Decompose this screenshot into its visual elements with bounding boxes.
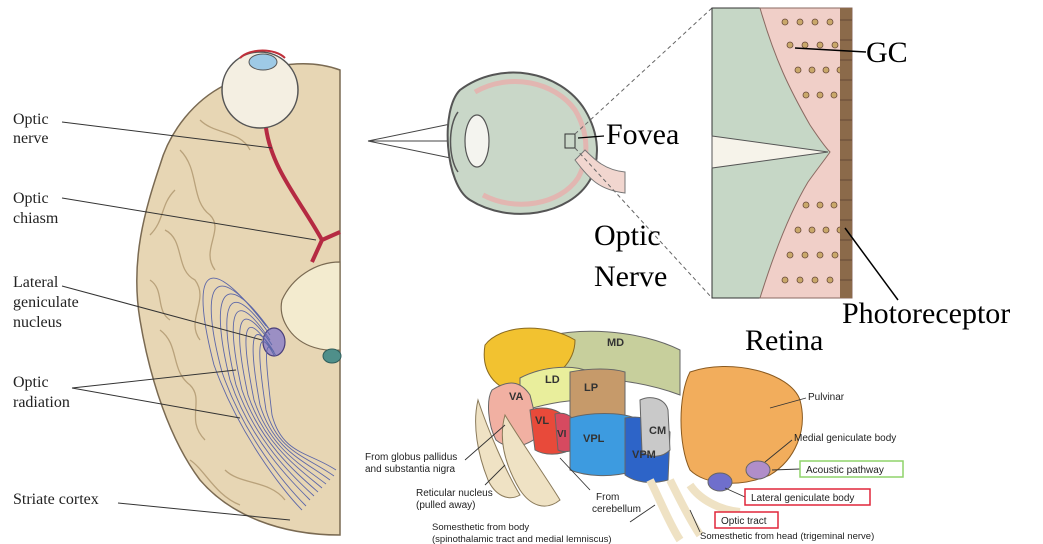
photoreceptor-label: Photoreceptor: [842, 297, 1010, 330]
region-vl-label: VL: [535, 415, 549, 427]
acoustic-pathway-label: Acoustic pathway: [806, 465, 884, 476]
region-lp-label: LP: [584, 382, 598, 394]
region-cm-label: CM: [649, 425, 666, 437]
brain-panel: Optic nerve Optic chiasm Lateral genicul…: [13, 51, 341, 536]
lgn-label-3: nucleus: [13, 314, 62, 331]
optic-tract-label: Optic tract: [721, 516, 767, 527]
reticular-label-1: Reticular nucleus: [416, 488, 493, 499]
region-md-label: MD: [607, 337, 624, 349]
region-lgb-shape: [708, 473, 732, 491]
midline-structure: [323, 349, 341, 363]
striate-cortex-label: Striate cortex: [13, 491, 99, 508]
somesthetic-head-label: Somesthetic from head (trigeminal nerve): [700, 531, 874, 542]
somesthetic-body-label-1: Somesthetic from body: [432, 522, 529, 533]
region-mgb-shape: [746, 461, 770, 479]
retina-label: Retina: [745, 324, 823, 357]
gc-label: GC: [866, 36, 908, 69]
somesthetic-body-label-2: (spinothalamic tract and medial lemniscu…: [432, 534, 612, 544]
zoom-line-top: [575, 8, 712, 134]
region-vpm-label: VPM: [632, 449, 656, 461]
lateral-geniculate-body-label: Lateral geniculate body: [751, 493, 854, 504]
fovea-label: Fovea: [606, 118, 679, 151]
eye-lens: [465, 115, 489, 167]
optic-chiasm-label-2: chiasm: [13, 210, 59, 227]
region-vpl-label: VPL: [583, 433, 605, 445]
optic-nerve-label-2: nerve: [13, 130, 49, 147]
eye-panel: Fovea Optic Nerve: [368, 8, 712, 298]
medial-geniculate-label: Medial geniculate body: [794, 433, 896, 444]
cerebellum-label-2: cerebellum: [592, 504, 641, 515]
optic-radiation-label-1: Optic: [13, 374, 49, 391]
thalamus-panel: MD LD LP VA VL VI VPL CM VPM Pulvinar Me…: [365, 328, 903, 544]
brain-eye-lens: [249, 54, 277, 70]
retina-panel: GC Photoreceptor Retina: [712, 8, 1010, 357]
globus-label-2: and substantia nigra: [365, 464, 456, 475]
lgn-label-2: geniculate: [13, 294, 79, 311]
photoreceptor-leader: [845, 228, 898, 300]
region-vi-label: VI: [557, 429, 567, 440]
region-pulvinar-shape: [681, 367, 802, 484]
globus-label-1: From globus pallidus: [365, 452, 457, 463]
optic-radiation-label-2: radiation: [13, 394, 70, 411]
optic-chiasm-label-1: Optic: [13, 190, 49, 207]
pulvinar-label: Pulvinar: [808, 392, 845, 403]
optic-nerve-label-1: Optic: [13, 111, 49, 128]
eye-optic-nerve-label-2: Nerve: [594, 260, 667, 293]
reticular-label-2: (pulled away): [416, 500, 475, 511]
cerebellum-label-1: From: [596, 492, 619, 503]
region-ld-label: LD: [545, 374, 560, 386]
region-va-label: VA: [509, 391, 524, 403]
eye-optic-nerve-label-1: Optic: [594, 219, 661, 252]
lgn-label-1: Lateral: [13, 274, 59, 291]
